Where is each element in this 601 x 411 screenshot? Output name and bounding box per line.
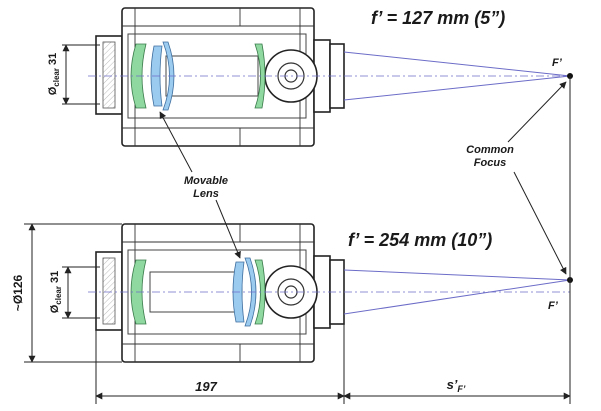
top-fixed-lens-2 [254, 43, 266, 109]
movable-lens-leader-bottom [215, 199, 241, 259]
bottom-movable-lens-b [244, 257, 257, 327]
bottom-ray-lower [343, 279, 571, 315]
common-focus-leader-bottom [513, 171, 567, 275]
body-length-label: 197 [195, 379, 217, 394]
bottom-rear-flange-inner [102, 257, 116, 325]
movable-lens-leader-top [159, 111, 193, 173]
top-focus-label: F’ [552, 57, 563, 69]
bottom-focus-label: F’ [548, 300, 559, 312]
bottom-focal-length-title: f’ = 254 mm (10”) [348, 230, 492, 250]
common-focus-callout: Common Focus [466, 81, 567, 275]
back-focal-label: s’F’ [447, 377, 466, 394]
length-dimensions: 197 s’F’ [95, 76, 571, 404]
top-lens-assembly: Øclear31 f’ = 127 mm (5”) F’ [47, 7, 573, 147]
common-focus-label-line2: Focus [474, 157, 506, 169]
common-focus-leader-top [507, 81, 567, 143]
top-rear-flange-inner [102, 41, 116, 109]
common-focus-label-line1: Common [466, 144, 514, 156]
bottom-lens-assembly: Øclear31 ~Ø126 f’ = 254 mm (10”) F’ [11, 223, 573, 363]
top-ray-upper [343, 51, 571, 77]
top-ray-lower [343, 75, 571, 101]
outer-diameter-label: ~Ø126 [11, 274, 25, 311]
movable-lens-label-line1: Movable [184, 175, 228, 187]
top-focal-length-title: f’ = 127 mm (5”) [371, 8, 505, 28]
movable-lens-callout: Movable Lens [159, 111, 241, 259]
bottom-ray-upper [343, 269, 571, 281]
top-aperture-label: Øclear31 [47, 53, 61, 96]
bottom-fixed-lens-2 [254, 259, 266, 325]
top-movable-lens-b [162, 41, 175, 111]
bottom-aperture-label: Øclear31 [49, 271, 63, 314]
movable-lens-label-line2: Lens [193, 188, 219, 200]
